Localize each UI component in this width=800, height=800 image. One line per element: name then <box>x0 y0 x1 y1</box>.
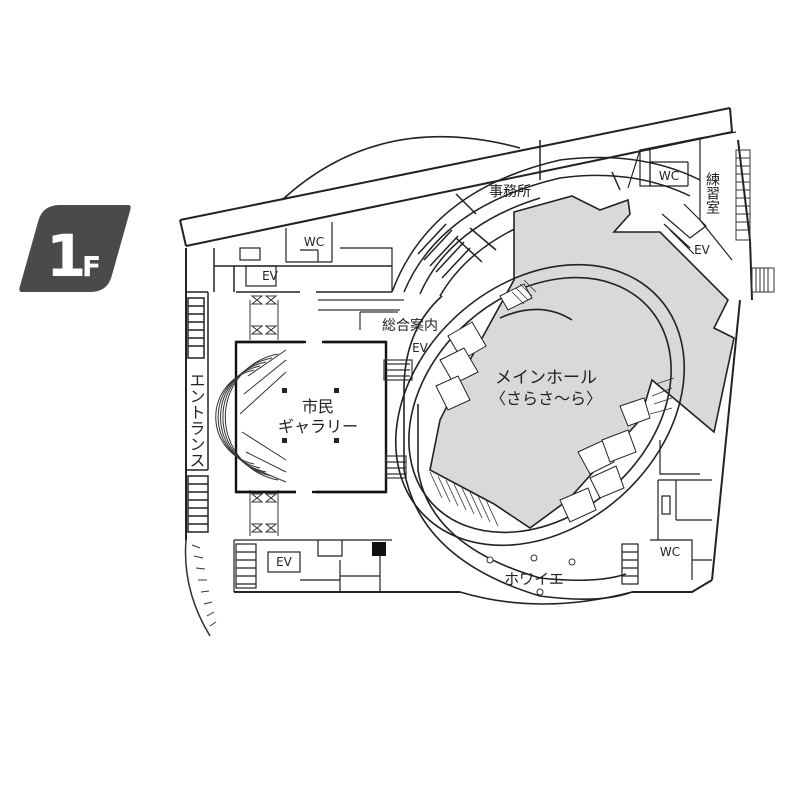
info-desk-label: 総合案内 <box>382 317 438 334</box>
wc-label-upper-right: WC <box>659 169 679 183</box>
main-hall-area <box>429 195 735 529</box>
foyer-label: ホワイエ <box>504 570 564 588</box>
entrance-label: エントランス <box>187 372 206 468</box>
main-hall-nickname: 〈さらさ〜ら〉 <box>490 389 602 408</box>
foyer-columns <box>486 554 576 596</box>
ev-label-center: EV <box>412 341 429 355</box>
floor-suffix: F <box>82 250 101 283</box>
practice-room-label: 練習室 <box>704 172 720 214</box>
hall-seat-rows <box>429 279 675 527</box>
lower-left-rooms <box>233 539 392 592</box>
hall-seating <box>435 283 651 523</box>
foyer-walls <box>403 295 633 605</box>
entrance-steps <box>184 539 217 637</box>
floor-badge: 1 F <box>19 205 131 292</box>
main-hall-label: メインホール <box>495 368 597 388</box>
upper-right-rooms <box>627 131 737 261</box>
upper-left-rooms <box>239 222 393 292</box>
gallery-label-line2: ギャラリー <box>278 417 358 436</box>
right-steps <box>735 149 775 293</box>
lower-right-rooms <box>621 440 712 585</box>
dome-roof <box>281 135 521 201</box>
gallery-label-line1: 市民 <box>302 397 334 416</box>
citizen-gallery <box>215 338 388 496</box>
office-area <box>391 140 701 297</box>
floor-badge-shape <box>19 205 131 292</box>
ev-label-lower-left: EV <box>276 555 293 569</box>
floor-number: 1 <box>46 222 86 290</box>
wc-label-upper-left: WC <box>304 235 324 249</box>
office-label: 事務所 <box>489 184 531 200</box>
wc-label-lower-right: WC <box>660 545 680 559</box>
ev-label-right: EV <box>694 243 711 257</box>
door-symbols <box>249 295 279 536</box>
entrance-wing <box>186 248 392 533</box>
ev-label-upper-left: EV <box>262 269 279 283</box>
